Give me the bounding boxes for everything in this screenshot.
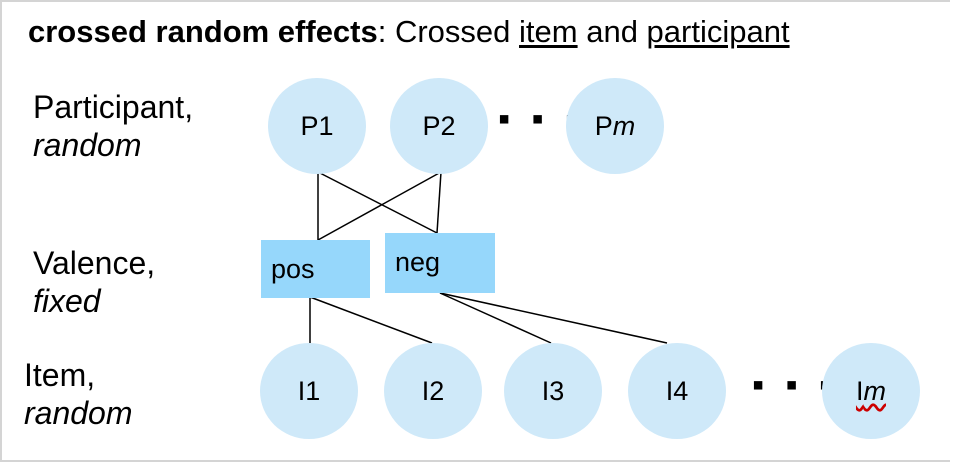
pos-label: pos [271, 254, 315, 284]
item-node-i4: I4 [628, 343, 726, 439]
participant-row-label: Participant, random [33, 88, 193, 164]
item-label-line2: random [24, 395, 133, 431]
item-node-i2: I2 [384, 343, 482, 439]
title-item-word: item [519, 14, 578, 49]
participant-label-line2: random [33, 127, 142, 163]
edge-neg-i3 [439, 292, 552, 344]
slide-title: crossed random effects: Crossed item and… [28, 14, 790, 50]
edge-p1-neg [317, 171, 438, 234]
p2-label: P2 [422, 110, 456, 141]
participant-node-p2: P2 [390, 78, 488, 174]
title-bold: crossed random effects [28, 14, 378, 49]
edge-p2-right [436, 171, 442, 234]
item-node-im: Im [822, 343, 920, 439]
edge-pos-i2 [309, 296, 433, 344]
item-node-i1: I1 [260, 343, 358, 439]
p1-label: P1 [300, 110, 334, 141]
edge-p2-pos [317, 171, 442, 241]
pm-label: Pm [594, 110, 636, 141]
item-ellipsis: ▪ ▪ ▪ [752, 366, 838, 404]
valence-label-line2: fixed [33, 283, 101, 319]
i1-label: I1 [297, 375, 321, 406]
participant-node-p1: P1 [268, 78, 366, 174]
i2-label: I2 [421, 375, 445, 406]
im-label: Im [855, 375, 886, 406]
neg-label: neg [395, 247, 441, 277]
title-and: and [577, 14, 647, 49]
i3-label: I3 [541, 375, 565, 406]
item-label-line1: Item, [24, 357, 96, 393]
item-row-label: Item, random [24, 356, 133, 432]
title-colon: : Crossed [377, 14, 520, 49]
edge-neg-i4 [439, 292, 668, 344]
valence-box-pos: pos [261, 240, 370, 298]
i4-label: I4 [665, 375, 689, 406]
participant-node-pm: Pm [566, 78, 664, 174]
participant-label-line1: Participant, [33, 89, 194, 125]
item-node-i3: I3 [504, 343, 602, 439]
participant-ellipsis: ▪ ▪ ▪ [498, 100, 584, 138]
title-participant-word: participant [646, 14, 790, 49]
valence-label-line1: Valence, [33, 245, 156, 281]
valence-row-label: Valence, fixed [33, 244, 155, 320]
valence-box-neg: neg [385, 233, 495, 293]
